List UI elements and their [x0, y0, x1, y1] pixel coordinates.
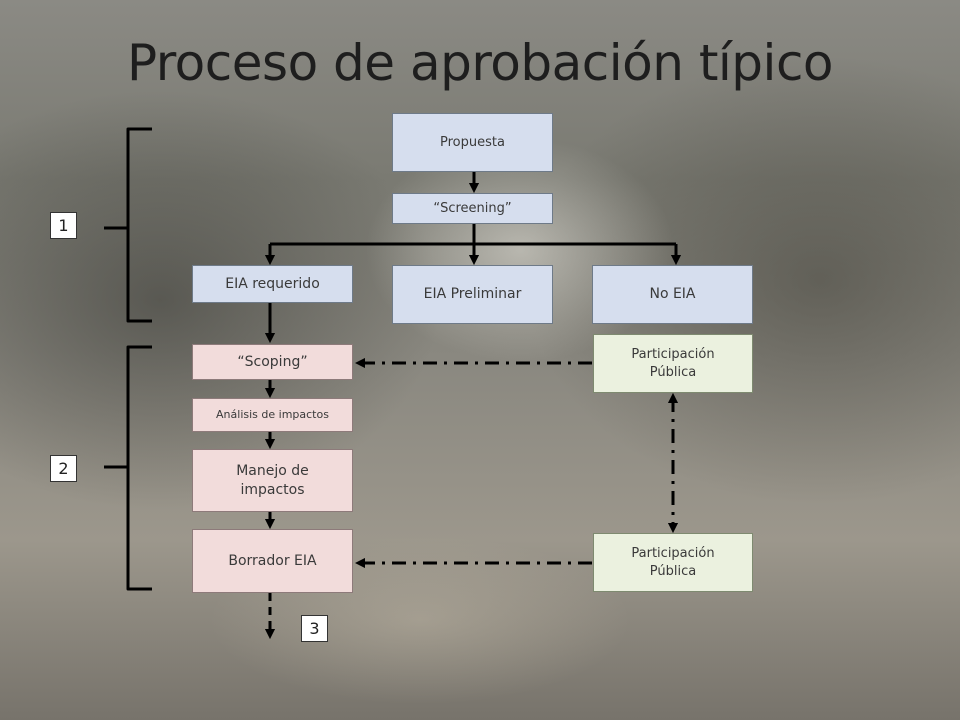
manejo-box: Manejo de impactos [192, 449, 353, 512]
eia-preliminar-box: EIA Preliminar [392, 265, 553, 324]
borrador-label: Borrador EIA [228, 552, 317, 569]
stage-3-badge: 3 [301, 615, 328, 642]
participacion-1-label-line1: Participación [631, 346, 715, 362]
participacion-1-label-line2: Pública [649, 364, 697, 380]
stage-2-badge: 2 [50, 455, 77, 482]
stage-1-badge: 1 [50, 212, 77, 239]
brace-stage-1 [104, 127, 152, 323]
no-eia-box: No EIA [592, 265, 753, 324]
participacion-2-label-line1: Participación [631, 545, 715, 561]
participacion-box-2: Participación Pública [593, 533, 753, 592]
eia-requerido-label: EIA requerido [225, 275, 320, 292]
participacion-2-label-line2: Pública [649, 563, 697, 579]
borrador-box: Borrador EIA [192, 529, 353, 593]
brace-stage-2 [104, 345, 152, 591]
screening-label: “Screening” [433, 200, 512, 216]
analisis-label: Análisis de impactos [216, 407, 329, 421]
manejo-label-line2: impactos [240, 481, 305, 498]
manejo-label-line1: Manejo de [236, 462, 309, 479]
page-title: Proceso de aprobación típico [126, 34, 834, 92]
screening-box: “Screening” [392, 193, 553, 224]
scoping-box: “Scoping” [192, 344, 353, 380]
eia-requerido-box: EIA requerido [192, 265, 353, 303]
no-eia-label: No EIA [649, 286, 696, 303]
analisis-box: Análisis de impactos [192, 398, 353, 432]
participacion-box-1: Participación Pública [593, 334, 753, 393]
propuesta-box: Propuesta [392, 113, 553, 172]
propuesta-label: Propuesta [440, 134, 505, 150]
scoping-label: “Scoping” [237, 353, 308, 370]
eia-preliminar-label: EIA Preliminar [423, 286, 522, 303]
